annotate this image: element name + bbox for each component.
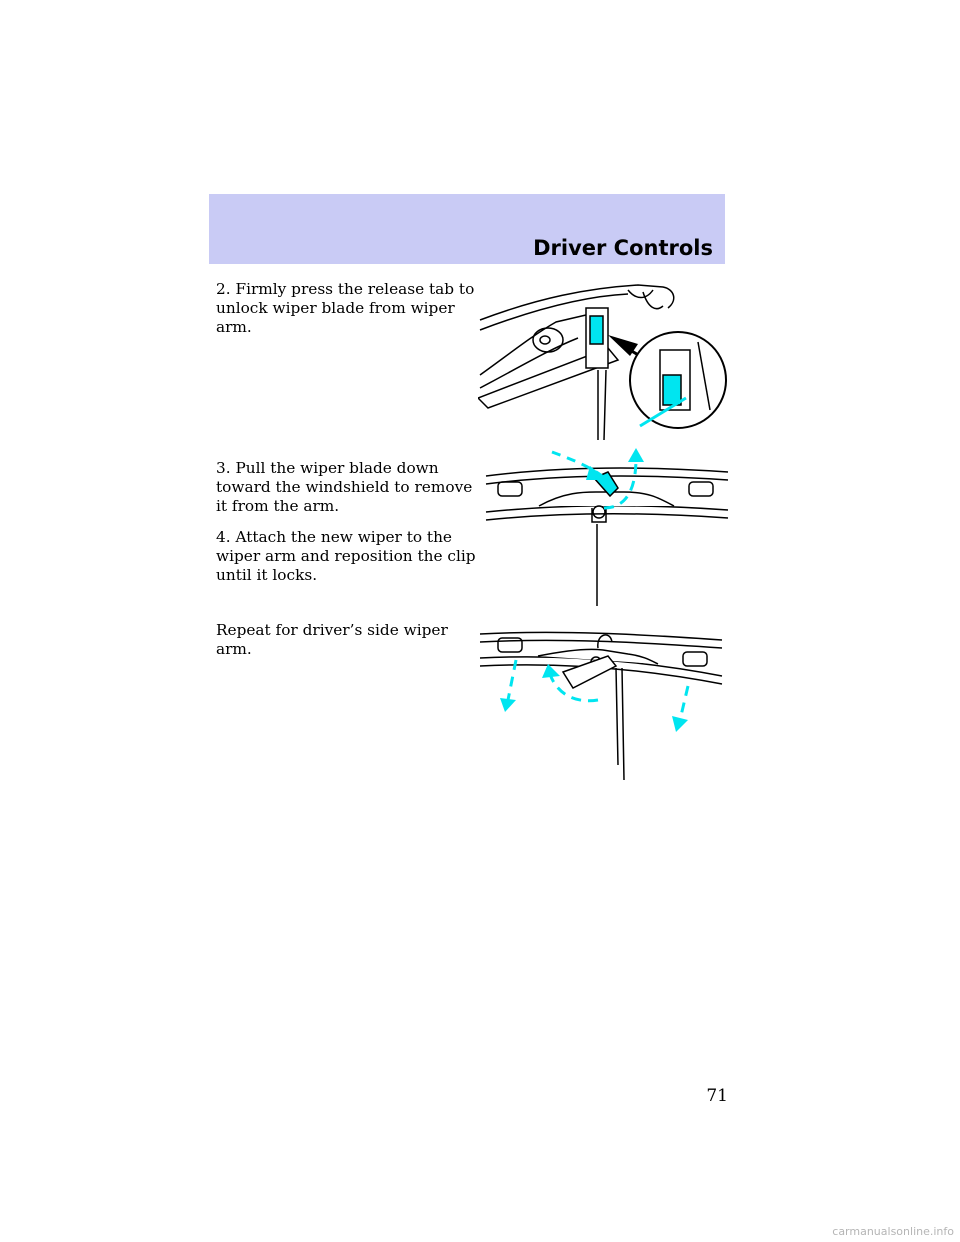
page-number: 71 — [706, 1086, 728, 1106]
section-header-band: Driver Controls — [209, 194, 725, 264]
footer-watermark: carmanualsonline.info — [832, 1225, 954, 1238]
release-tab-illustration — [478, 284, 727, 441]
repeat-instruction-text: Repeat for driver’s side wiper arm. — [216, 621, 448, 658]
section-title: Driver Controls — [533, 236, 713, 260]
pull-blade-illustration — [485, 448, 729, 606]
step-3-text: 3. Pull the wiper blade down toward the … — [216, 459, 473, 515]
step-2-text: 2. Firmly press the release tab to unloc… — [216, 280, 475, 336]
step-4-text: 4. Attach the new wiper to the wiper arm… — [216, 528, 476, 584]
reposition-clip-illustration — [479, 631, 723, 781]
